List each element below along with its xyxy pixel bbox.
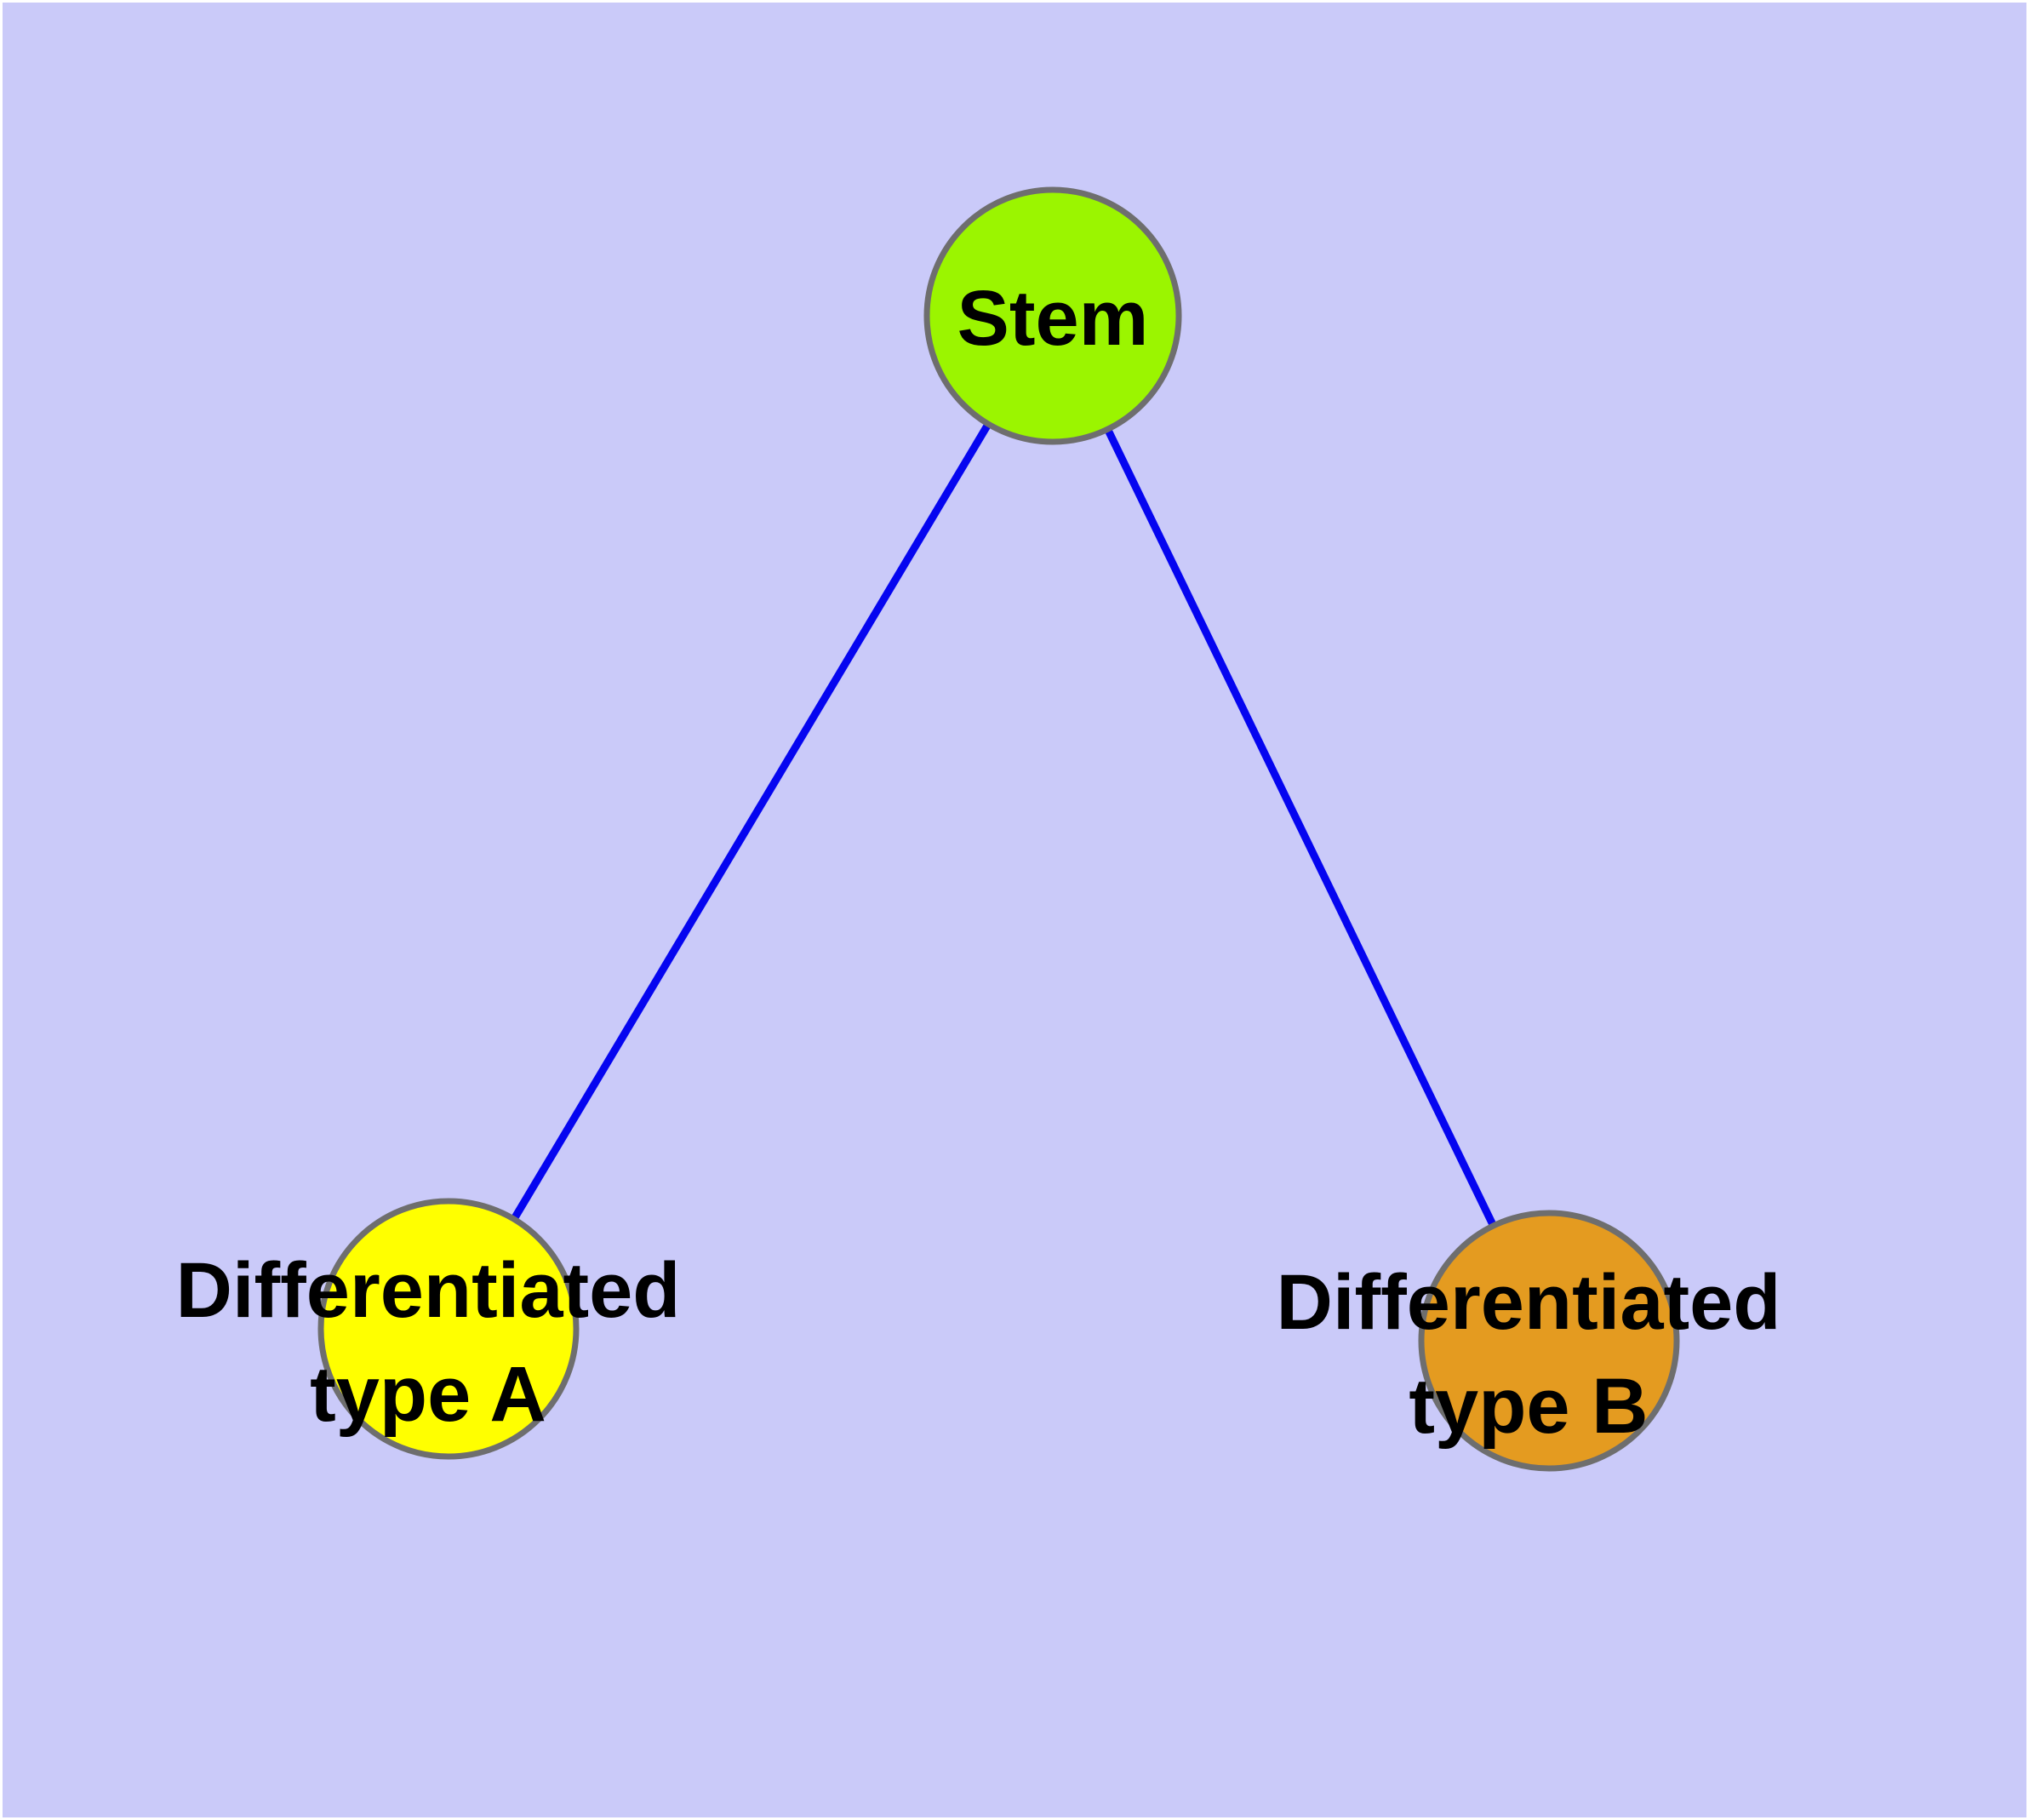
node-differentiated-type-b-label-line2: type B — [1409, 1363, 1648, 1450]
node-differentiated-type-b-label-line1: Differentiated — [1277, 1259, 1781, 1346]
node-differentiated-type-a-circle — [317, 1198, 580, 1460]
edge-stem-to-differentiated-type-b — [1049, 314, 1553, 1342]
node-differentiated-type-b-circle — [1418, 1210, 1680, 1472]
node-stem-label-line1: Stem — [957, 275, 1149, 362]
edge-stem-to-differentiated-type-a — [445, 313, 1056, 1331]
node-stem-circle — [923, 186, 1182, 445]
node-differentiated-type-a-label-line2: type A — [310, 1351, 546, 1438]
node-differentiated-type-a-label-line1: Differentiated — [176, 1247, 681, 1334]
